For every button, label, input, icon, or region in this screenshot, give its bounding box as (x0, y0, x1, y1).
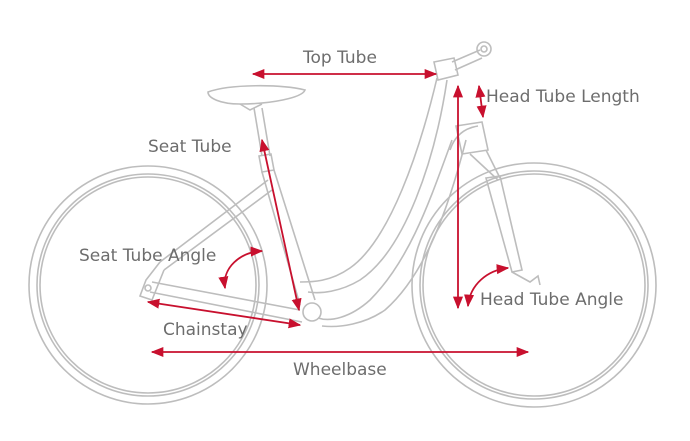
chainstay-label: Chainstay (163, 320, 248, 340)
head-tube-angle-label: Head Tube Angle (480, 290, 624, 310)
seat-tube-angle-arrow (218, 246, 264, 290)
seat-tube-label: Seat Tube (148, 137, 232, 157)
front-wheel (411, 162, 657, 408)
measurement-arrows (146, 68, 530, 358)
head-tube-angle-arrow (464, 264, 510, 308)
chainstay-arrow (146, 298, 302, 329)
seat-tube-arrow (259, 138, 302, 312)
head-tube-length-arrow (475, 84, 487, 119)
head-tube-length-label: Head Tube Length (486, 87, 640, 107)
wheelbase-label: Wheelbase (293, 360, 387, 380)
top-tube-label: Top Tube (303, 48, 377, 68)
seat-tube-angle-label: Seat Tube Angle (79, 246, 217, 266)
